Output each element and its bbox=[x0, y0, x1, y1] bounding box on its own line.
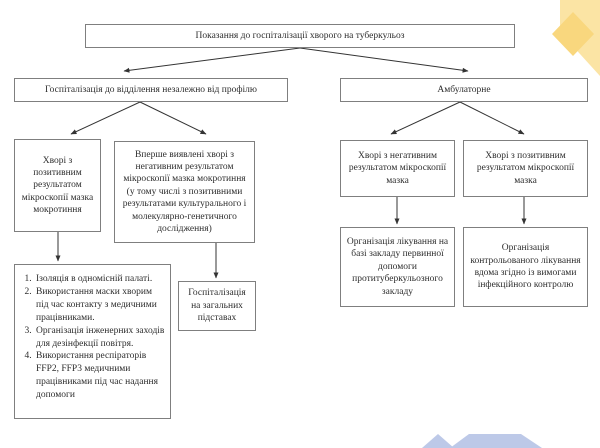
arrow-root-to-inpatient bbox=[123, 47, 301, 73]
arrow-ambulatory-to-smear-negative bbox=[390, 101, 461, 135]
measure-item-1: Ізоляція в одномісній палаті. bbox=[34, 273, 166, 286]
node-inpatient-branch: Госпіталізація до відділення незалежно в… bbox=[14, 78, 288, 102]
arrow-ambulatory-to-smear-positive bbox=[459, 101, 525, 135]
measure-item-3: Організація інженерних заходів для дезін… bbox=[34, 325, 166, 351]
measure-item-2: Використання маски хворим під час контак… bbox=[34, 286, 166, 325]
node-general-grounds: Госпіталізація на загальних підставах bbox=[178, 281, 256, 331]
node-ambulatory-smear-positive: Хворі з позитивним результатом мікроскоп… bbox=[463, 140, 588, 197]
arrow-inpatient-to-smear-positive bbox=[70, 101, 141, 135]
node-home-treatment: Організація контрольованого лікування вд… bbox=[463, 227, 588, 307]
bottom-decoration bbox=[422, 434, 542, 448]
node-first-detected-negative: Вперше виявлені хворі з негативним резул… bbox=[114, 141, 255, 243]
blue-trapezoid-shape bbox=[450, 434, 542, 448]
blue-triangle-shape bbox=[422, 434, 454, 448]
node-ambulatory-branch: Амбулаторне bbox=[340, 78, 588, 102]
node-ambulatory-smear-negative: Хворі з негативним результатом мікроскоп… bbox=[340, 140, 455, 197]
corner-decoration-top-right bbox=[552, 0, 600, 76]
infection-control-list: Ізоляція в одномісній палаті. Використан… bbox=[17, 273, 166, 402]
arrow-inpatient-to-first-detected bbox=[139, 101, 207, 135]
node-smear-positive: Хворі з позитивним результатом мікроскоп… bbox=[14, 139, 101, 232]
measure-item-4: Використання респіраторів FFP2, FFP3 мед… bbox=[34, 350, 166, 402]
node-root-title: Показання до госпіталізації хворого на т… bbox=[85, 24, 515, 48]
arrow-root-to-ambulatory bbox=[299, 47, 469, 73]
yellow-corner-shape bbox=[560, 0, 600, 76]
node-infection-control-measures: Ізоляція в одномісній палаті. Використан… bbox=[14, 264, 171, 419]
yellow-diamond-shape bbox=[552, 12, 594, 56]
node-primary-care: Організація лікування на базі закладу пе… bbox=[340, 227, 455, 307]
